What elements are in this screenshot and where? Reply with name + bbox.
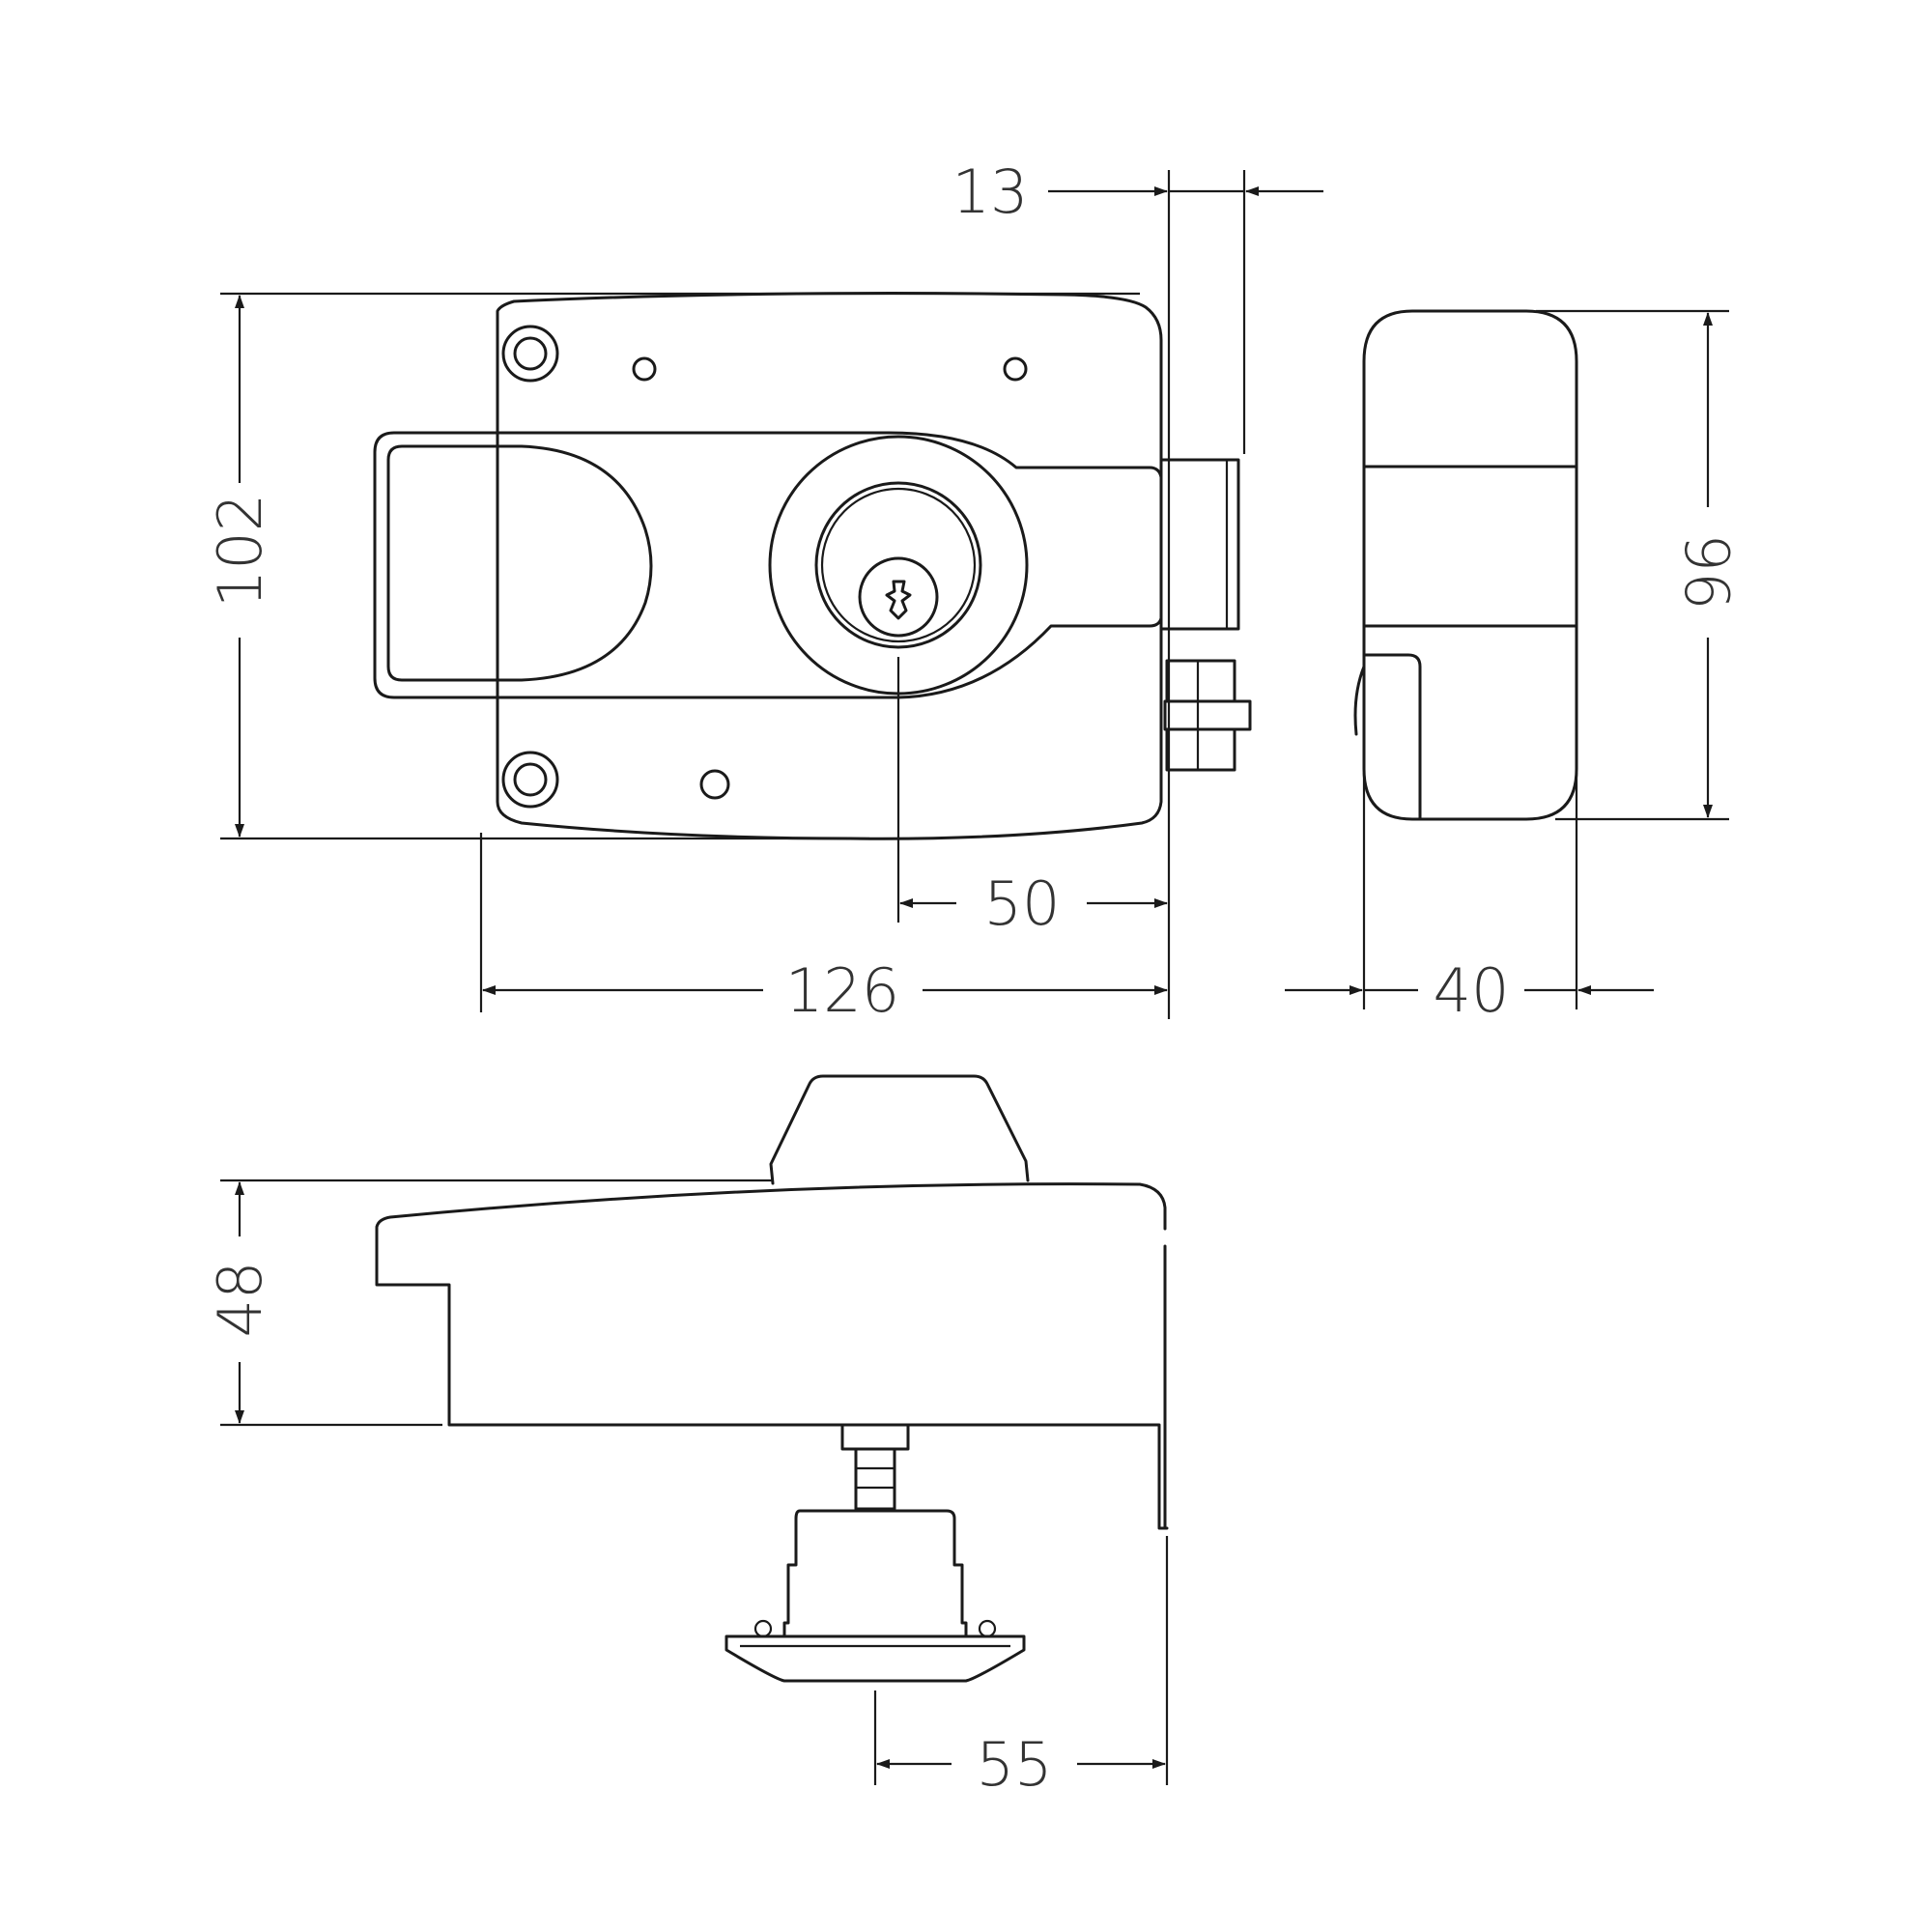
side-view: 96 40 xyxy=(1285,309,1742,1026)
cylinder-plug xyxy=(858,556,939,638)
cylinder-rosette xyxy=(768,435,1029,696)
mounting-hole-bottom-left-inner xyxy=(513,762,548,797)
screw-hole-top-2 xyxy=(1003,356,1028,382)
front-dimensions: 102 13 50 126 xyxy=(205,156,1323,1026)
top-knob xyxy=(769,1074,1030,1185)
mounting-hole-bottom-left xyxy=(501,751,559,809)
dim-side-height-label: 96 xyxy=(1671,534,1742,611)
dim-cylinder-offset-label: 50 xyxy=(984,868,1061,939)
side-handle xyxy=(1353,653,1422,821)
screw-hole-bottom xyxy=(699,769,730,800)
screw-hole-top-1 xyxy=(632,356,657,382)
dim-body-depth-label: 48 xyxy=(205,1262,275,1338)
dim-bolt-offset-label: 13 xyxy=(952,156,1029,227)
spindle-collar xyxy=(840,1423,910,1451)
top-view: 48 55 xyxy=(205,1074,1169,1800)
dim-width-label: 126 xyxy=(785,955,899,1026)
deadbolt xyxy=(1159,458,1240,631)
dim-knob-offset-label: 55 xyxy=(977,1729,1053,1800)
top-body-outline xyxy=(375,1182,1169,1530)
latch-bar xyxy=(1163,699,1252,731)
flange-screw-right xyxy=(978,1619,997,1638)
dim-height-label: 102 xyxy=(205,494,275,608)
cylinder-outer-ring xyxy=(814,481,982,649)
mounting-hole-top-left xyxy=(501,325,559,383)
cylinder-housing xyxy=(782,1509,968,1638)
spindle-shaft xyxy=(854,1447,896,1511)
latch-upper xyxy=(1165,659,1236,703)
key-icon xyxy=(885,580,912,620)
flange-screw-left xyxy=(753,1619,773,1638)
dim-depth-label: 40 xyxy=(1434,955,1510,1026)
side-body-outline xyxy=(1362,309,1578,821)
mounting-flange xyxy=(724,1634,1026,1683)
mounting-hole-top-left-inner xyxy=(513,336,548,371)
cylinder-inner-ring xyxy=(820,487,977,643)
handle-panel xyxy=(373,431,1163,699)
thumb-turn xyxy=(386,444,653,682)
latch-lower xyxy=(1165,727,1236,772)
front-body-outline xyxy=(496,292,1163,840)
front-view xyxy=(373,292,1252,840)
